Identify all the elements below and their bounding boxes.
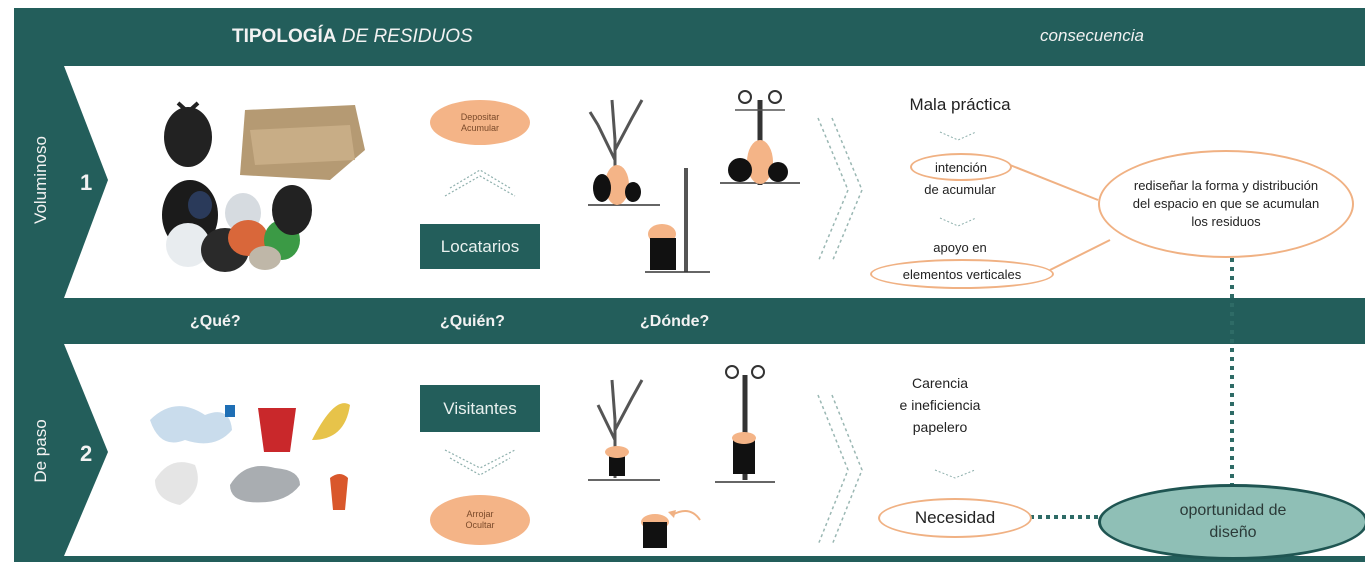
- oportunidad-oval: oportunidad de diseño: [1098, 484, 1365, 560]
- question-que: ¿Qué?: [190, 313, 241, 330]
- consequence-mini-arrows: [934, 131, 977, 479]
- carencia-text: Carencia e ineficiencia papelero: [899, 375, 981, 435]
- row1-lamp-with-bags-image: [720, 90, 800, 185]
- row1-number: 1: [80, 170, 93, 195]
- row2-label: De paso: [31, 419, 50, 483]
- connector-elementos: [1049, 239, 1111, 271]
- necesidad-oval: Necesidad: [878, 498, 1032, 538]
- row2-lamp-with-bin-image: [715, 365, 775, 483]
- bottom-bar: [14, 556, 1365, 562]
- row1-up-arrows-icon: [444, 169, 516, 197]
- de-acumular-text: de acumular: [924, 182, 996, 197]
- row1-tree-with-bags-image: [588, 99, 660, 206]
- row2-action-pill: Arrojar Ocultar: [430, 495, 530, 545]
- questions-band: [14, 298, 1365, 344]
- row1-side-bar: [14, 66, 64, 298]
- question-donde: ¿Dónde?: [640, 313, 710, 330]
- row1-bin-post-image: [645, 168, 710, 273]
- header-bar: [14, 8, 1365, 66]
- row2-bin-with-arrow-image: [641, 510, 701, 548]
- header-title-italic: DE RESIDUOS: [341, 26, 473, 47]
- question-quien: ¿Quién?: [440, 313, 505, 330]
- row2-who-box: Visitantes: [420, 385, 540, 432]
- row2-waste-litter-image: [150, 403, 350, 510]
- header-title-bold: TIPOLOGÍA: [232, 26, 337, 47]
- row1-action-pill: Depositar Acumular: [430, 100, 530, 145]
- row1-chevron: [64, 66, 108, 298]
- redisenar-oval: rediseñar la forma y distribución del es…: [1098, 150, 1354, 258]
- mala-practica-text: Mala práctica: [909, 95, 1011, 114]
- row2-dotted-chevron-icon: [817, 394, 863, 546]
- row1-dotted-chevron-icon: [817, 117, 863, 263]
- row2-down-arrows-icon: [444, 449, 516, 476]
- row2-number: 2: [80, 441, 93, 466]
- apoyo-text: apoyo en: [933, 240, 987, 255]
- consecuencia-title: consecuencia: [1040, 26, 1144, 45]
- row1-label: Voluminoso: [31, 136, 50, 224]
- row2-tree-with-bag-image: [588, 379, 660, 481]
- row1-who-box: Locatarios: [420, 224, 540, 269]
- connector-intencion: [1009, 164, 1099, 201]
- elementos-oval: elementos verticales: [870, 259, 1054, 289]
- row1-waste-bags-image: [162, 101, 365, 272]
- row2-chevron: [64, 344, 108, 556]
- intencion-oval: intención: [910, 153, 1012, 181]
- header-title: TIPOLOGÍA DE RESIDUOS: [232, 26, 473, 48]
- row2-side-bar: [14, 344, 64, 556]
